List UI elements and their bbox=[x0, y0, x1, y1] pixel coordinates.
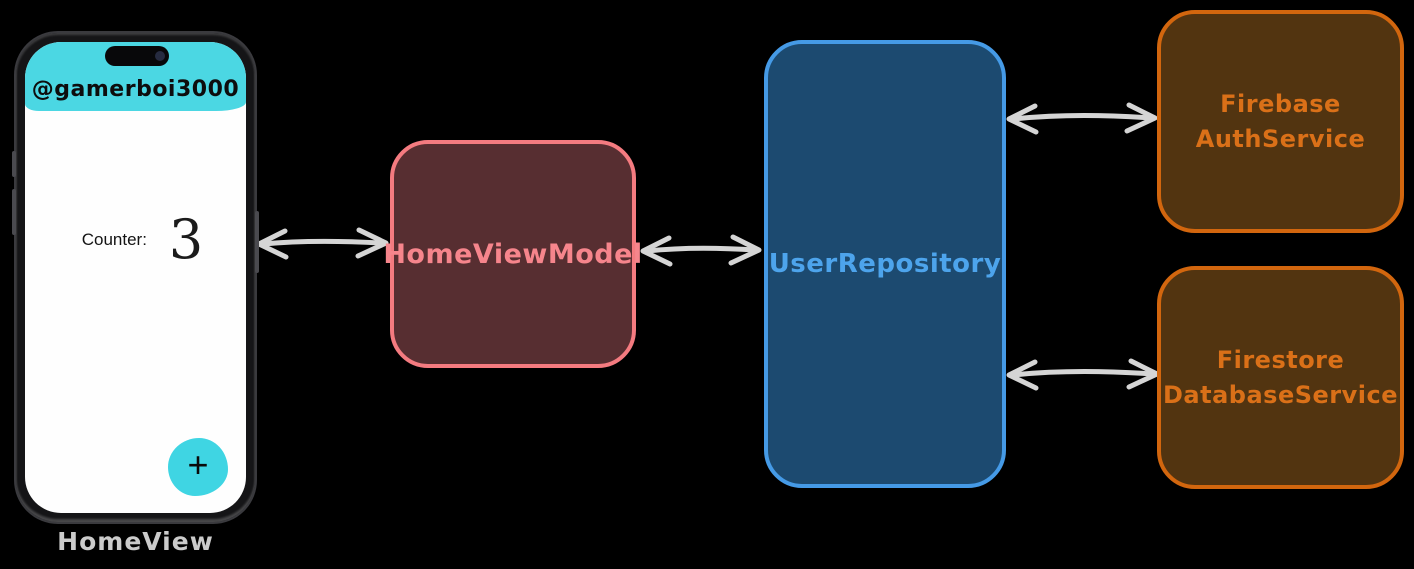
node-homeviewmodel: HomeViewModel bbox=[383, 140, 642, 368]
node-userrepository-label: UserRepository bbox=[768, 249, 1002, 279]
node-homeviewmodel-label: HomeViewModel bbox=[383, 238, 643, 270]
node-firebase-authservice: Firebase AuthService bbox=[1157, 10, 1404, 233]
phone-power-button bbox=[255, 211, 259, 273]
username-label: @gamerboi3000 bbox=[31, 77, 240, 102]
counter-row: Counter: 3 bbox=[25, 209, 246, 271]
node-firestore-databaseservice-line2: DatabaseService bbox=[1163, 380, 1398, 409]
camera-dot-icon bbox=[155, 51, 165, 61]
homeview-caption: HomeView bbox=[57, 527, 214, 556]
phone-mockup-homeview: @gamerboi3000 Counter: 3 + bbox=[12, 31, 259, 524]
node-firebase-authservice-line1: Firebase bbox=[1220, 89, 1341, 118]
phone-action-button bbox=[12, 151, 16, 177]
arrow-userrepository-firestoredatabaseservice bbox=[1006, 358, 1160, 391]
arrow-userrepository-firebaseauthservice bbox=[1006, 102, 1158, 135]
arrow-homeviewmodel-userrepository bbox=[640, 234, 762, 267]
dynamic-island-notch bbox=[105, 46, 169, 66]
node-firestore-databaseservice: Firestore DatabaseService bbox=[1157, 266, 1404, 489]
add-counter-button[interactable]: + bbox=[168, 438, 228, 496]
phone-screen: @gamerboi3000 Counter: 3 + bbox=[25, 42, 246, 513]
node-userrepository: UserRepository bbox=[764, 40, 1006, 488]
phone-volume-button bbox=[12, 189, 16, 235]
counter-value: 3 bbox=[168, 208, 204, 271]
arrow-homeview-homeviewmodel bbox=[256, 227, 389, 260]
node-firestore-databaseservice-line1: Firestore bbox=[1216, 345, 1345, 374]
node-firebase-authservice-line2: AuthService bbox=[1195, 124, 1366, 153]
counter-label: Counter: bbox=[81, 230, 147, 249]
